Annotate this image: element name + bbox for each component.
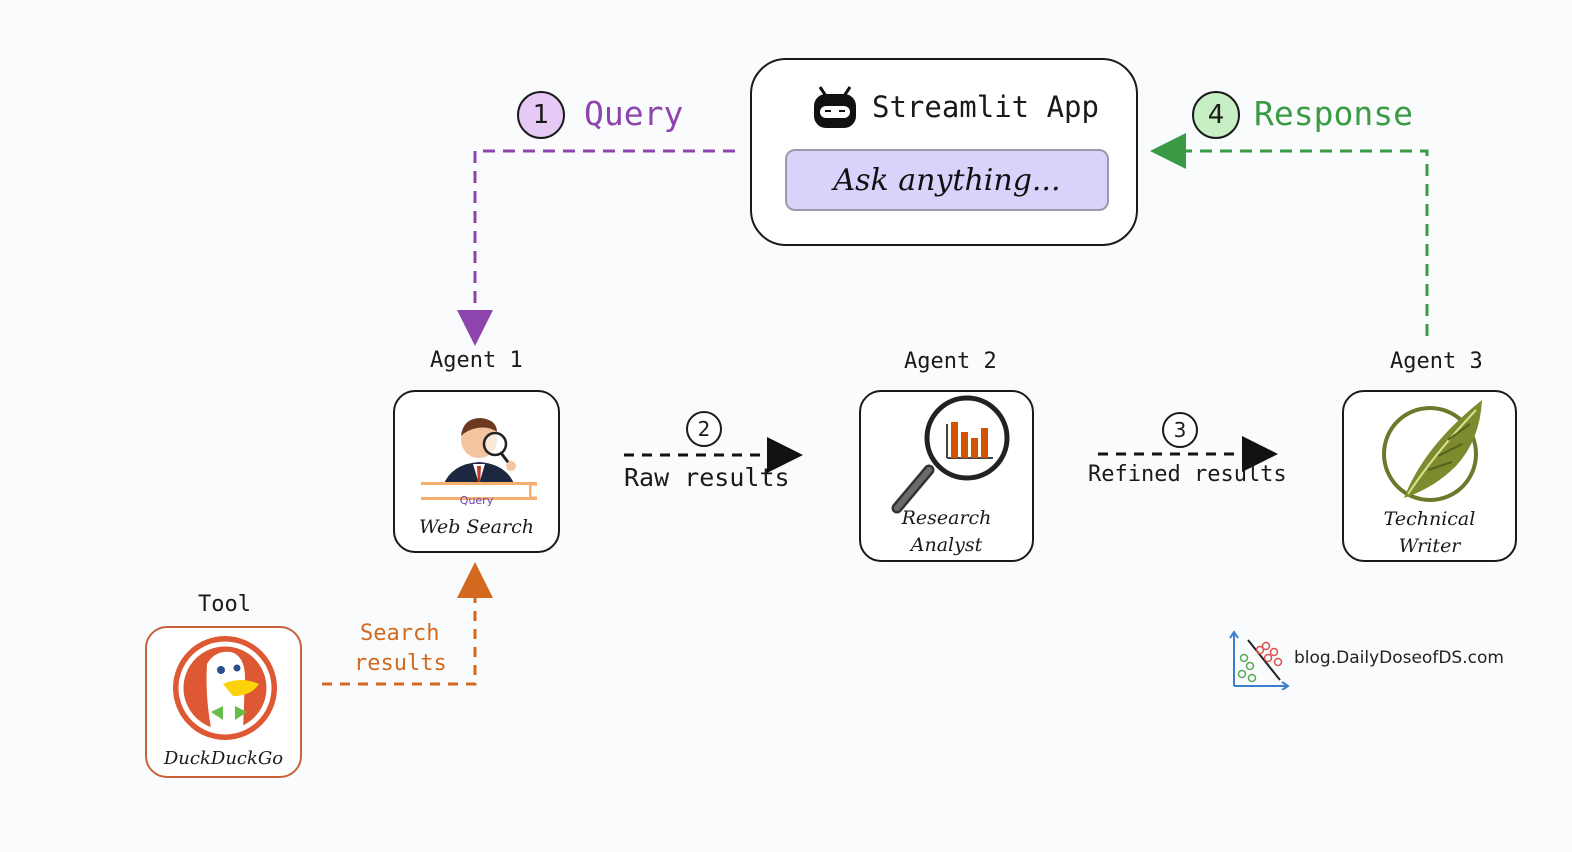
streamlit-robot-icon bbox=[810, 84, 860, 134]
streamlit-app-panel: Streamlit App Ask anything... bbox=[750, 58, 1138, 246]
tool-card: DuckDuckGo bbox=[145, 626, 302, 778]
search-results-arrow bbox=[322, 562, 493, 686]
agent-1-heading: Agent 1 bbox=[430, 348, 523, 373]
query-arrow bbox=[457, 149, 735, 346]
agent-3-card: Technical Writer bbox=[1342, 390, 1517, 562]
step-3-number: 3 bbox=[1173, 418, 1187, 442]
search-results-label-line1: Search bbox=[360, 621, 440, 646]
agent-3-caption-line2: Writer bbox=[1398, 535, 1461, 557]
step-1-badge: 1 bbox=[517, 91, 565, 139]
step-2-number: 2 bbox=[697, 417, 711, 441]
response-label: Response bbox=[1254, 94, 1413, 133]
web-search-person-icon bbox=[413, 406, 547, 510]
step-1-number: 1 bbox=[532, 100, 550, 130]
response-arrow bbox=[1150, 133, 1429, 336]
agent-3-caption-line1: Technical bbox=[1383, 508, 1476, 530]
watermark-text: blog.DailyDoseofDS.com bbox=[1294, 648, 1504, 668]
step-4-number: 4 bbox=[1207, 100, 1225, 130]
refined-results-label: Refined results bbox=[1088, 462, 1287, 487]
ask-input-placeholder: Ask anything... bbox=[833, 162, 1061, 198]
agent-2-heading: Agent 2 bbox=[904, 349, 997, 374]
app-title: Streamlit App bbox=[872, 90, 1099, 124]
scatter-plot-logo-icon bbox=[1228, 630, 1290, 694]
agent-2-caption-line1: Research bbox=[901, 507, 992, 529]
quill-feather-icon bbox=[1378, 396, 1490, 512]
magnifier-chart-icon bbox=[889, 394, 1013, 520]
agent-2-card: Research Analyst bbox=[859, 390, 1034, 562]
tool-heading: Tool bbox=[198, 592, 251, 617]
tool-caption: DuckDuckGo bbox=[163, 748, 284, 769]
step-3-badge: 3 bbox=[1162, 412, 1198, 448]
search-bar-text: Query bbox=[459, 494, 494, 507]
agent-2-caption-line2: Analyst bbox=[910, 534, 983, 556]
query-label: Query bbox=[584, 94, 684, 133]
raw-results-label: Raw results bbox=[624, 463, 790, 492]
duckduckgo-logo-icon bbox=[171, 634, 279, 746]
agent-1-caption: Web Search bbox=[419, 516, 534, 538]
agent-3-heading: Agent 3 bbox=[1390, 349, 1483, 374]
ask-input[interactable]: Ask anything... bbox=[785, 149, 1109, 211]
step-2-badge: 2 bbox=[686, 411, 722, 447]
agent-1-card: Query Web Search bbox=[393, 390, 560, 553]
search-results-label-line2: results bbox=[354, 651, 447, 676]
step-4-badge: 4 bbox=[1192, 91, 1240, 139]
